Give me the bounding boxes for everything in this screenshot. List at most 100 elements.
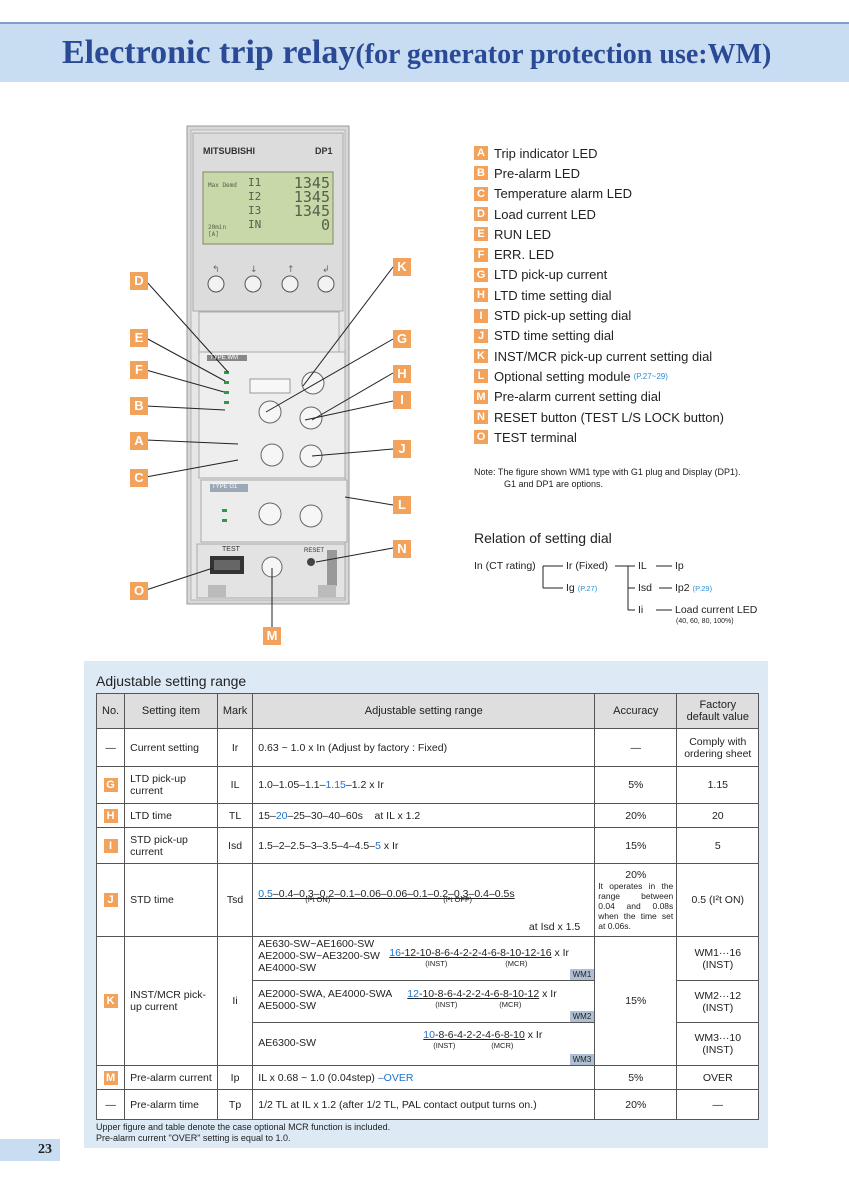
th-item: Setting item — [124, 693, 218, 729]
legend-text: STD time setting dial — [494, 328, 614, 344]
svg-text:↓: ↓ — [250, 265, 258, 275]
table-row: J STD time Tsd 0.5–0.4–0.3–0.2–0.1–0.06–… — [95, 863, 760, 937]
legend-letter: G — [474, 267, 488, 282]
rel-isd: Isd — [638, 582, 653, 594]
legend-letter: J — [474, 328, 488, 343]
th-mark: Mark — [216, 693, 254, 729]
page-title: Electronic trip relay(for generator prot… — [62, 34, 772, 71]
legend-text: Temperature alarm LED — [494, 186, 632, 202]
legend-text: LTD pick-up current — [494, 267, 608, 283]
figure-note: Note: The figure shown WM1 type with G1 … — [474, 467, 741, 489]
callout-h: H — [393, 365, 411, 383]
table-row: G LTD pick-up current IL 1.0–1.05–1.1–1.… — [95, 766, 760, 804]
callout-a: A — [130, 432, 148, 450]
device-brand: MITSUBISHI — [203, 146, 256, 156]
lcd-label: Max Demd — [208, 182, 237, 189]
legend-text: STD pick-up setting dial — [494, 308, 632, 324]
rel-load-led: Load current LED — [675, 604, 758, 616]
legend-text: ERR. LED — [494, 247, 554, 263]
th-accuracy: Accuracy — [594, 693, 678, 729]
table-row: AE6300-SW 10-8-6-4-2-2-4-6-8-10 x Ir (IN… — [97, 1022, 760, 1066]
table-footnote: Upper figure and table denote the case o… — [96, 1122, 391, 1143]
legend-item: K INST/MCR pick-up current setting dial — [474, 346, 844, 366]
legend-item: E RUN LED — [474, 224, 844, 244]
legend-item: B Pre-alarm LED — [474, 163, 844, 183]
legend-text: TEST terminal — [494, 429, 577, 445]
callout-j: J — [393, 440, 411, 458]
legend-letter: A — [474, 146, 488, 161]
legend-letter: O — [474, 430, 488, 445]
table-row: M Pre-alarm current Ip IL x 0.68 ~ 1.0 (… — [95, 1065, 760, 1090]
legend-text: Trip indicator LED — [494, 145, 598, 161]
legend-item: D Load current LED — [474, 204, 844, 224]
legend-letter: M — [474, 389, 488, 404]
callout-l: L — [393, 496, 411, 514]
legend-text: Optional setting module — [494, 368, 631, 384]
legend-list: A Trip indicator LED B Pre-alarm LED C Temper… — [474, 143, 844, 447]
legend-text: Pre-alarm current setting dial — [494, 389, 661, 405]
page-number-tab: 23 — [0, 1139, 60, 1161]
relation-title: Relation of setting dial — [474, 530, 612, 546]
table-row: — Current setting Ir 0.63 ~ 1.0 x In (Ad… — [95, 728, 760, 767]
legend-text: Load current LED — [494, 206, 596, 222]
callout-i: I — [393, 391, 411, 409]
legend-item: J STD time setting dial — [474, 326, 844, 346]
legend-page-ref: (P.27~29) — [633, 371, 668, 381]
rel-ip2: Ip2(P.29) — [675, 582, 713, 594]
table-row: — Pre-alarm time Tp 1/2 TL at IL x 1.2 (… — [95, 1089, 760, 1120]
legend-letter: F — [474, 247, 488, 262]
lcd-row-values: 1345 1345 1345 0 — [293, 174, 330, 234]
legend-letter: I — [474, 308, 488, 323]
rel-ip: Ip — [675, 560, 684, 572]
legend-letter: K — [474, 349, 488, 364]
rel-load-led-sub: (40, 60, 80, 100%) — [676, 618, 734, 625]
legend-item: O TEST terminal — [474, 427, 844, 447]
page-header: Electronic trip relay(for generator prot… — [0, 22, 849, 82]
callout-k: K — [393, 258, 411, 276]
legend-text: LTD time setting dial — [494, 287, 612, 303]
svg-text:↲: ↲ — [322, 265, 330, 275]
device-illustration: ↰ ↓ ↑ ↲ — [145, 125, 394, 627]
callout-c: C — [130, 469, 148, 487]
legend-text: Pre-alarm LED — [494, 165, 580, 181]
table-row: I STD pick-up current Isd 1.5–2–2.5–3–3.… — [95, 827, 760, 864]
th-no: No. — [95, 693, 126, 729]
legend-letter: H — [474, 288, 488, 303]
legend-letter: B — [474, 166, 488, 181]
callout-e: E — [130, 329, 148, 347]
callout-m: M — [263, 627, 281, 645]
lcd-screen: Max Demd I1 I2 I3 IN 1345 1345 1345 0 20… — [208, 176, 332, 242]
legend-text: RUN LED — [494, 226, 552, 242]
settings-table: No. Setting item Mark Adjustable setting… — [95, 693, 760, 1120]
callout-n: N — [393, 540, 411, 558]
legend-item: A Trip indicator LED — [474, 143, 844, 163]
legend-item: I STD pick-up setting dial — [474, 305, 844, 325]
svg-text:↑: ↑ — [287, 265, 295, 275]
rel-ir: Ir (Fixed) — [566, 560, 608, 572]
page-number: 23 — [38, 1142, 52, 1157]
th-range: Adjustable setting range — [252, 693, 596, 729]
table-title: Adjustable setting range — [96, 673, 247, 689]
legend-letter: N — [474, 410, 488, 424]
callout-b: B — [130, 397, 148, 415]
test-label: TEST — [222, 546, 240, 553]
legend-text: INST/MCR pick-up current setting dial — [494, 348, 713, 364]
callout-o: O — [130, 582, 148, 600]
table-header-row: No. Setting item Mark Adjustable setting… — [95, 693, 760, 729]
svg-text:↰: ↰ — [212, 265, 220, 275]
legend-item: M Pre-alarm current setting dial — [474, 387, 844, 407]
type-label-g1: TYPE G1 — [212, 484, 238, 490]
callout-f: F — [130, 361, 148, 379]
lcd-row-labels: I1 I2 I3 IN — [248, 176, 262, 231]
rel-ii: Ii — [638, 604, 644, 616]
lcd-bottom-label: 20min [A] — [208, 224, 227, 238]
callout-g: G — [393, 330, 411, 348]
callout-d: D — [130, 272, 148, 290]
legend-letter: E — [474, 227, 488, 242]
legend-letter: D — [474, 207, 488, 222]
legend-letter: C — [474, 186, 488, 201]
relation-tree-lines — [542, 565, 672, 611]
rel-ig: Ig(P.27) — [566, 582, 598, 594]
th-default: Factory default value — [676, 693, 760, 729]
